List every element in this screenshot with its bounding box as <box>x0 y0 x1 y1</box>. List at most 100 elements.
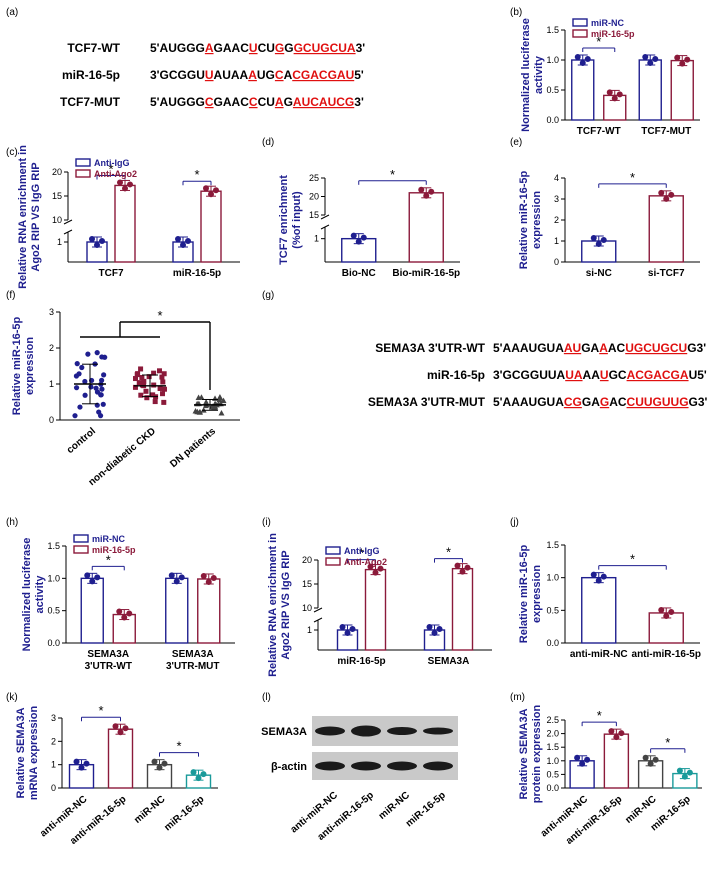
y-tick-label: 1.5 <box>546 540 559 550</box>
y-axis-label: Relative RNA enrichment inAgo2 RIP VS Ig… <box>267 533 292 677</box>
x-tick-label: non-diabetic CKD <box>87 426 158 488</box>
y-axis-label-line: Ago2 RIP VS IgG RIP <box>280 550 292 659</box>
data-point <box>73 758 80 765</box>
data-point <box>210 574 217 581</box>
sequence-segment: G <box>275 41 284 55</box>
panel-label-e: (e) <box>510 137 522 148</box>
y-tick-label: 10 <box>52 215 62 225</box>
y-tick-label: 0.0 <box>47 638 60 648</box>
data-point <box>146 374 152 380</box>
sequence-segment: U <box>205 68 214 82</box>
y-tick-label: 2.0 <box>546 729 559 739</box>
bar <box>408 192 444 263</box>
y-tick-label: 20 <box>302 555 312 565</box>
y-axis-label-line: Normalized luciferase <box>520 18 532 132</box>
axis-break <box>313 617 323 623</box>
data-point <box>139 375 145 381</box>
legend-swatch <box>73 534 89 543</box>
data-point <box>200 771 207 778</box>
data-point <box>647 760 654 767</box>
sequence-segment: 3' <box>354 95 364 109</box>
data-point <box>143 388 149 394</box>
data-point <box>350 232 357 239</box>
data-point <box>208 191 214 198</box>
x-tick-label-line: 3'UTR-WT <box>85 661 132 672</box>
x-tick-label: si-TCF7 <box>648 268 685 279</box>
legend-swatch <box>325 546 341 555</box>
data-point <box>684 56 691 63</box>
legend-swatch <box>572 29 588 38</box>
x-tick-label: si-NC <box>586 268 612 279</box>
data-point <box>674 54 681 61</box>
bar <box>114 184 136 263</box>
data-point <box>94 350 100 356</box>
sequence-name: SEMA3A 3'UTR-MUT <box>368 395 486 409</box>
data-point <box>355 238 362 245</box>
sequence-segment: G3' <box>689 395 708 409</box>
y-tick-label: 0.5 <box>47 606 60 616</box>
data-point <box>595 577 602 584</box>
y-tick-label: 0.5 <box>546 605 559 615</box>
legend-label: miR-NC <box>591 18 624 28</box>
data-point <box>135 371 141 377</box>
data-point <box>74 361 80 367</box>
sequence-segment: G3' <box>687 341 706 355</box>
data-point <box>72 413 78 419</box>
sequence-segment: UG <box>257 68 275 82</box>
data-point <box>79 364 85 371</box>
sequence: 3'GCGGUUAUAAAUGCACGACGAU5' <box>493 368 707 382</box>
data-point <box>642 754 649 761</box>
y-axis-label-line: (%of input) <box>291 191 303 249</box>
data-point <box>138 392 144 398</box>
data-point <box>157 385 163 391</box>
data-point <box>367 563 374 570</box>
data-point <box>200 572 207 579</box>
data-point <box>197 409 204 415</box>
data-point <box>218 410 225 416</box>
data-point <box>160 391 166 397</box>
data-point <box>151 758 158 765</box>
data-point <box>613 734 620 741</box>
data-point <box>136 380 142 386</box>
sequence-segment: U5' <box>689 368 707 382</box>
blot-band <box>351 761 381 771</box>
y-tick-label: 10 <box>302 603 312 613</box>
blot-band <box>351 725 381 737</box>
y-tick-label: 3 <box>554 194 559 204</box>
data-point <box>180 242 186 248</box>
legend-label: Anti-Ago2 <box>344 557 387 567</box>
axis-break <box>313 607 323 613</box>
data-point <box>122 725 129 732</box>
y-axis-label: Relative miR-16-5pexpression <box>518 171 543 270</box>
x-tick-label: DN patients <box>168 426 218 470</box>
panel-label-c: (c) <box>6 147 18 158</box>
data-point <box>574 754 581 761</box>
panel-label-h: (h) <box>6 517 18 528</box>
y-tick-label: 1.5 <box>47 541 60 551</box>
sequence-segment: A <box>284 68 293 82</box>
data-point <box>212 395 219 401</box>
sequence: 3'GCGGUUAUAAAUGCACGACGAU5' <box>150 68 364 82</box>
y-axis-label-line: Normalized luciferase <box>21 538 33 652</box>
sequence-segment: 3'GCGGU <box>150 68 205 82</box>
blot-lane-label: miR-16-5p <box>404 790 448 830</box>
data-point <box>663 195 670 202</box>
data-point <box>133 376 139 382</box>
y-tick-label: 20 <box>309 192 319 202</box>
data-point <box>138 366 144 372</box>
y-tick-label: 15 <box>309 210 319 220</box>
data-point <box>679 60 686 67</box>
y-tick-label: 0.0 <box>546 638 559 648</box>
data-point <box>658 189 665 196</box>
x-tick-label: TCF7-MUT <box>641 126 691 137</box>
chart-i: 1101520miR-16-5p*SEMA3A*Anti-IgGAnti-Ago… <box>267 533 492 677</box>
data-point <box>426 624 433 630</box>
data-point <box>117 179 123 186</box>
legend-label: miR-NC <box>92 534 125 544</box>
axis-break <box>63 219 73 225</box>
sequence-segment: 5' <box>354 68 364 82</box>
bar <box>165 577 189 644</box>
y-axis-label: TCF7 enrichment(%of input) <box>278 175 303 265</box>
y-axis-label-line: expression <box>531 191 543 249</box>
